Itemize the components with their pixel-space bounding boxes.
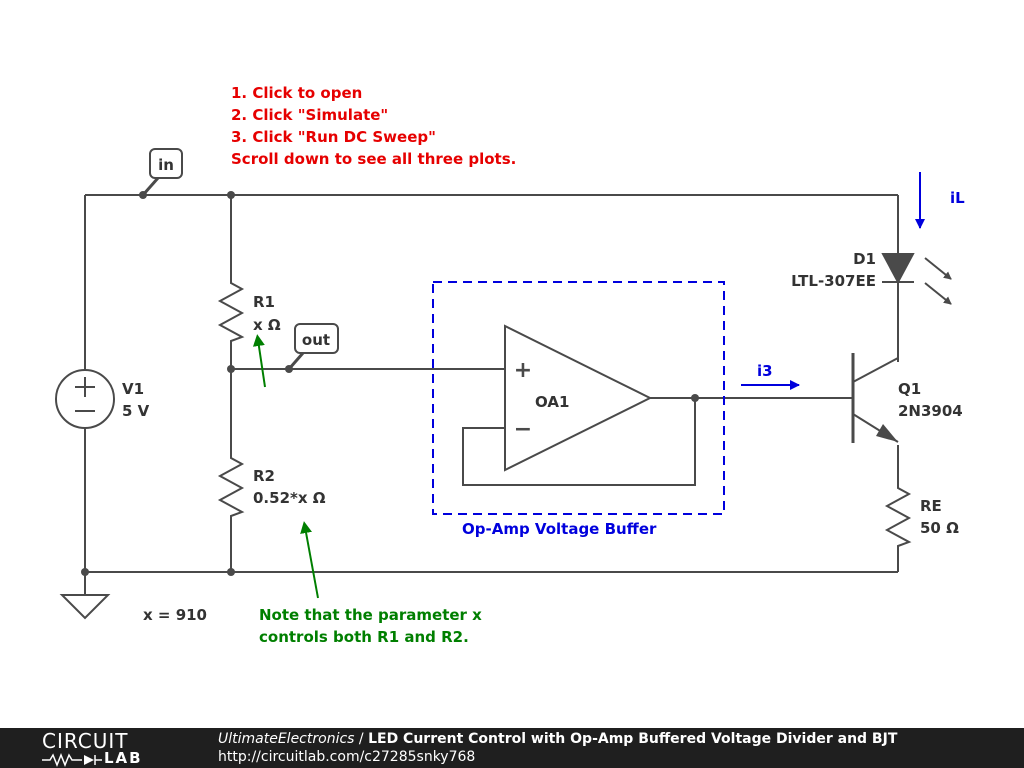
opamp-oa1[interactable]: + − OA1 bbox=[504, 324, 653, 472]
junction-dot bbox=[691, 394, 699, 402]
ground-symbol bbox=[59, 594, 111, 620]
r2-name: R2 bbox=[253, 467, 275, 485]
re-name: RE bbox=[920, 497, 942, 515]
instruction-line: 2. Click "Simulate" bbox=[231, 106, 388, 124]
q1-name: Q1 bbox=[898, 380, 921, 398]
note-text: Note that the parameter x controls both … bbox=[259, 606, 482, 646]
d1-name: D1 bbox=[853, 250, 876, 268]
logo-bottom-text: LAB bbox=[104, 749, 143, 767]
opamp-minus-sign: − bbox=[514, 417, 532, 442]
circuitlab-logo[interactable]: CIRCUIT LAB bbox=[42, 731, 182, 767]
current-i3: i3 bbox=[741, 362, 800, 390]
led-d1[interactable]: D1 LTL-307EE bbox=[791, 250, 952, 305]
d1-value: LTL-307EE bbox=[791, 272, 876, 290]
q1-value: 2N3904 bbox=[898, 402, 963, 420]
net-label-in[interactable]: in bbox=[141, 148, 183, 196]
buffer-box-label: Op-Amp Voltage Buffer bbox=[462, 520, 657, 538]
v1-value: 5 V bbox=[122, 402, 150, 420]
led-light-ray bbox=[924, 282, 952, 305]
re-value: 50 Ω bbox=[920, 519, 959, 537]
footer-bar: CIRCUIT LAB UltimateElectronics / LED Cu… bbox=[0, 728, 1024, 768]
instruction-line: Scroll down to see all three plots. bbox=[231, 150, 516, 168]
resistor-r1[interactable]: R1 x Ω bbox=[217, 275, 281, 345]
il-label: iL bbox=[950, 189, 965, 207]
note-arrow-r1 bbox=[252, 334, 266, 388]
net-label-in-text: in bbox=[158, 156, 174, 174]
opamp-buffer-box: Op-Amp Voltage Buffer bbox=[432, 281, 725, 538]
led-light-ray bbox=[924, 257, 952, 280]
instruction-line: 1. Click to open bbox=[231, 84, 362, 102]
current-il: iL bbox=[915, 172, 965, 229]
footer-separator: / bbox=[354, 731, 369, 747]
instruction-line: 3. Click "Run DC Sweep" bbox=[231, 128, 436, 146]
junction-dot bbox=[81, 568, 89, 576]
junction-dot bbox=[227, 191, 235, 199]
resistor-r2[interactable]: R2 0.52*x Ω bbox=[217, 450, 326, 520]
wires bbox=[84, 194, 899, 595]
r2-value: 0.52*x Ω bbox=[253, 489, 326, 507]
note-line: controls both R1 and R2. bbox=[259, 628, 469, 646]
net-label-out[interactable]: out bbox=[287, 323, 339, 370]
footer-url[interactable]: http://circuitlab.com/c27285snky768 bbox=[218, 749, 476, 765]
v1-name: V1 bbox=[122, 380, 144, 398]
wire-feedback-loop bbox=[462, 398, 696, 486]
junctions bbox=[81, 191, 699, 576]
footer-title-line: UltimateElectronics / LED Current Contro… bbox=[218, 731, 897, 748]
i3-label: i3 bbox=[757, 362, 773, 380]
schematic-canvas: 1. Click to open 2. Click "Simulate" 3. … bbox=[55, 84, 965, 646]
resistor-re[interactable]: RE 50 Ω bbox=[884, 480, 959, 550]
junction-dot bbox=[227, 568, 235, 576]
resistor-wave-icon bbox=[42, 753, 102, 767]
opamp-plus-sign: + bbox=[514, 358, 532, 383]
instructions: 1. Click to open 2. Click "Simulate" 3. … bbox=[231, 84, 516, 168]
footer-author[interactable]: UltimateElectronics bbox=[218, 731, 355, 747]
parameter-x: x = 910 bbox=[143, 606, 207, 624]
logo-top-text: CIRCUIT bbox=[42, 729, 129, 753]
note-arrow-r2 bbox=[300, 521, 319, 599]
footer-title[interactable]: LED Current Control with Op-Amp Buffered… bbox=[368, 731, 898, 747]
r1-name: R1 bbox=[253, 293, 275, 311]
note-line: Note that the parameter x bbox=[259, 606, 482, 624]
net-label-out-text: out bbox=[302, 331, 330, 349]
oa1-name: OA1 bbox=[535, 393, 569, 411]
r1-value: x Ω bbox=[253, 316, 281, 334]
transistor-q1[interactable]: Q1 2N3904 bbox=[851, 353, 963, 443]
junction-dot bbox=[227, 365, 235, 373]
voltage-source-v1[interactable]: V1 5 V bbox=[55, 369, 150, 429]
